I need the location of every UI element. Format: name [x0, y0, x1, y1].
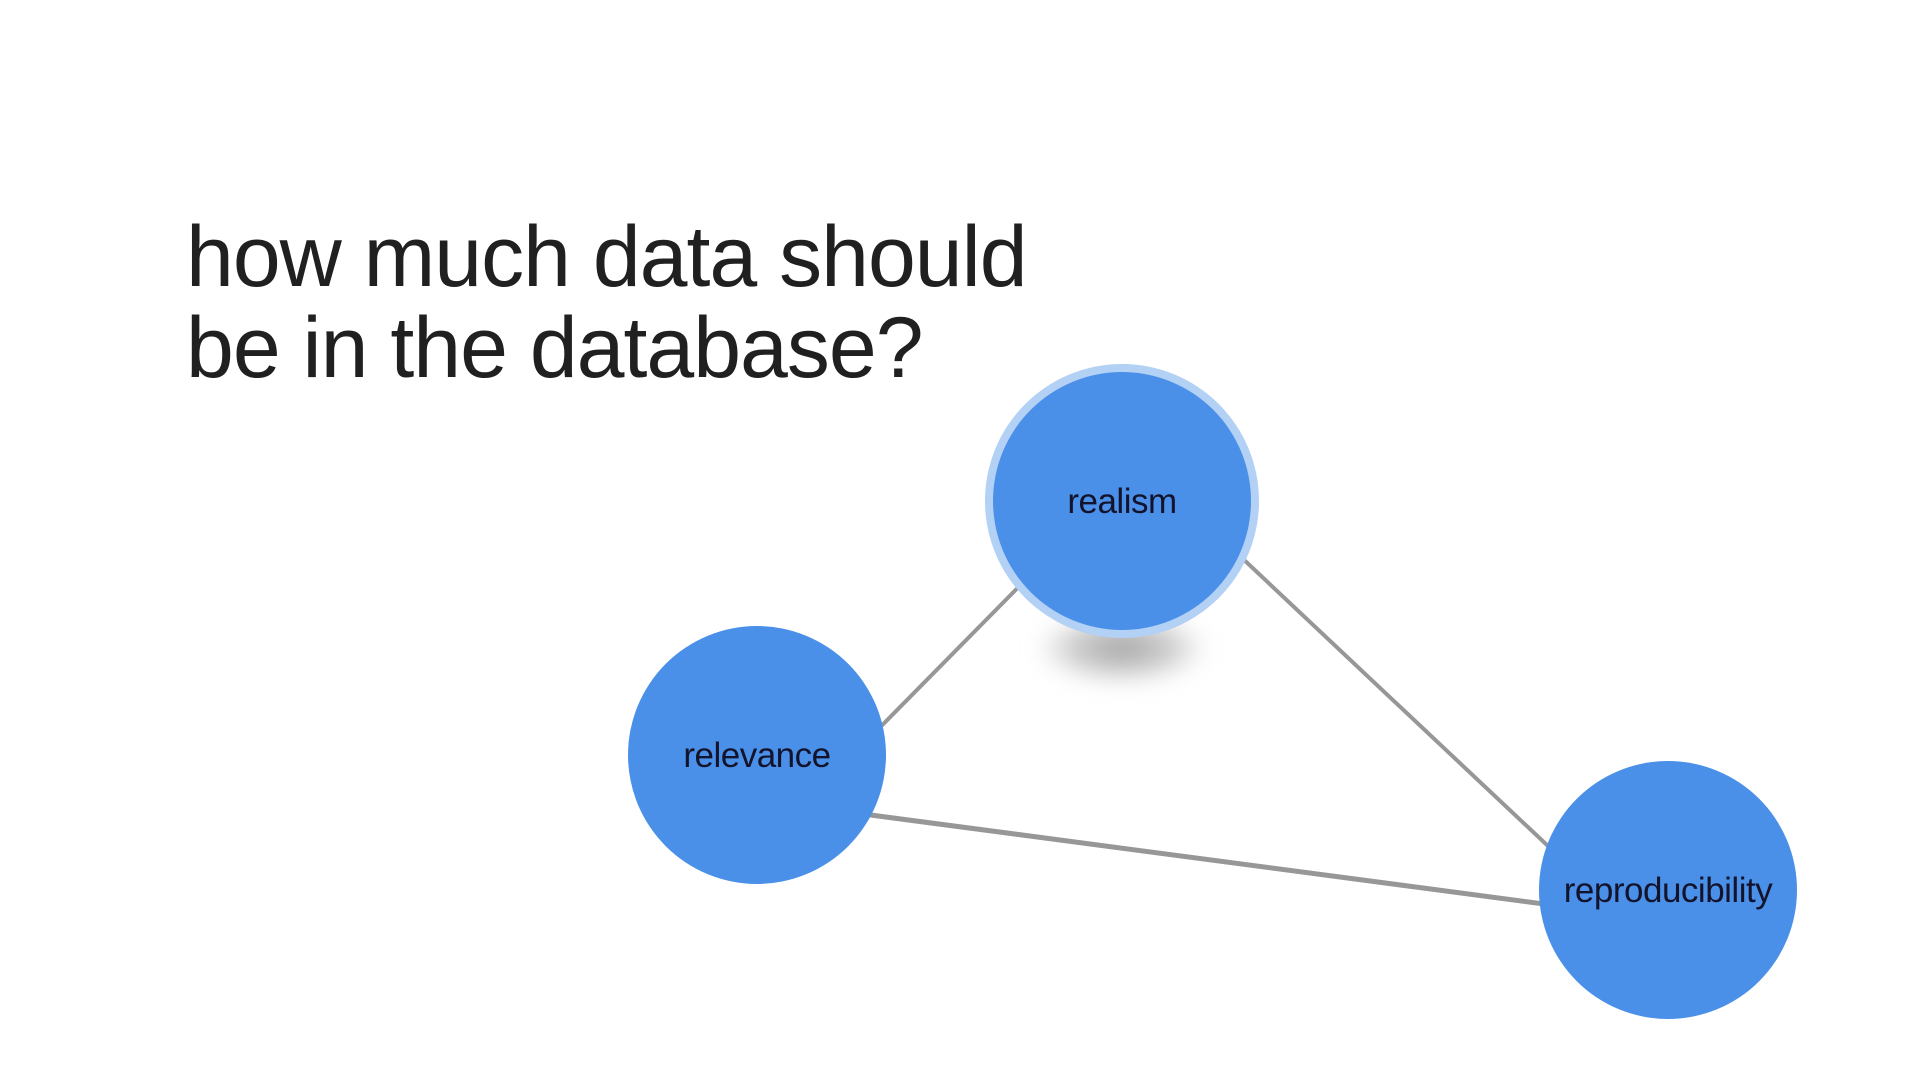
- slide-title: how much data should be in the database?: [186, 209, 1028, 396]
- node-realism: realism: [993, 372, 1251, 630]
- node-label-relevance: relevance: [683, 735, 831, 775]
- node-label-realism: realism: [1067, 481, 1177, 521]
- title-line-1: how much data should: [186, 209, 1028, 305]
- node-reproducibility: reproducibility: [1539, 761, 1797, 1019]
- node-label-reproducibility: reproducibility: [1563, 870, 1773, 910]
- title-line-2: be in the database?: [186, 299, 924, 396]
- node-relevance: relevance: [628, 626, 886, 884]
